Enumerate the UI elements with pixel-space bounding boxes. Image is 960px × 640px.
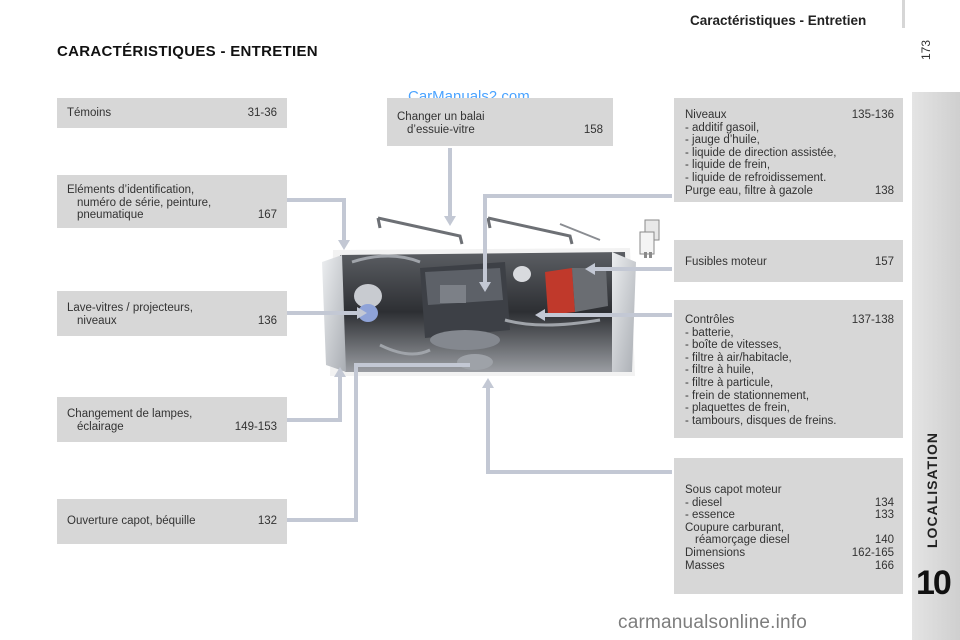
box-controles: Contrôles 137-138 - batterie, - boîte de… (674, 300, 903, 438)
controles-label: Contrôles (685, 314, 735, 326)
header-divider (902, 0, 905, 28)
dimensions-page: 162-165 (851, 546, 894, 559)
capot-page: 132 (257, 515, 277, 527)
box-sous-capot: Sous capot moteur - diesel 134 - essence… (674, 458, 903, 594)
fusibles-label: Fusibles moteur (685, 256, 767, 268)
box-balai-essuie-vitre: Changer un balai d’essuie-vitre 158 (387, 98, 613, 146)
chapter-number: 10 (916, 564, 952, 602)
box-ouverture-capot: Ouverture capot, béquille 132 (57, 499, 287, 544)
box-fusibles: Fusibles moteur 157 (674, 240, 903, 282)
temoins-page: 31-36 (247, 107, 277, 119)
niveaux-label: Niveaux (685, 109, 727, 121)
elements-line2: numéro de série, peinture, (77, 196, 212, 209)
controles-item: - batterie, (685, 326, 734, 339)
niveaux-page: 135-136 (851, 109, 894, 121)
masses-page: 166 (874, 559, 894, 572)
box-lave-vitres: Lave-vitres / projecteurs, niveaux 136 (57, 291, 287, 336)
box-elements-identification: Eléments d’identification, numéro de sér… (57, 175, 287, 228)
box-temoins: Témoins 31-36 (57, 98, 287, 128)
connector-arrowheads (334, 216, 595, 388)
niveaux-item: - liquide de frein, (685, 159, 771, 172)
chapter-side-tab (912, 92, 960, 640)
lampes-line1: Changement de lampes, (67, 408, 193, 420)
coupure-page: 140 (874, 534, 894, 547)
controles-item: - tambours, disques de freins. (685, 414, 837, 427)
niveaux-item: - liquide de refroidissement. (685, 171, 827, 184)
essence-label: - essence (685, 509, 735, 522)
watermark-bottom: carmanualsonline.info (618, 612, 808, 633)
lave-vitres-line1: Lave-vitres / projecteurs, (67, 302, 193, 314)
controles-item: - filtre à huile, (685, 364, 755, 377)
controles-item: - boîte de vitesses, (685, 339, 782, 352)
elements-line3: pneumatique (77, 209, 144, 222)
balai-line1: Changer un balai (397, 111, 485, 123)
niveaux-item: - jauge d’huile, (685, 134, 760, 147)
coupure-line1: Coupure carburant, (685, 521, 785, 534)
balai-page: 158 (583, 123, 603, 136)
temoins-label: Témoins (67, 107, 112, 119)
dimensions-label: Dimensions (685, 546, 746, 559)
niveaux-item: - liquide de direction assistée, (685, 146, 837, 159)
lampes-page: 149-153 (234, 420, 277, 433)
fusibles-page: 157 (874, 256, 894, 268)
diesel-page: 134 (874, 496, 894, 509)
niveaux-item: - additif gasoil, (685, 121, 760, 134)
controles-page: 137-138 (851, 314, 894, 326)
lampes-line2: éclairage (77, 420, 124, 433)
lave-vitres-line2: niveaux (77, 314, 117, 327)
wiper-blade-icon (376, 216, 601, 245)
controles-item: - plaquettes de frein, (685, 402, 790, 415)
capot-label: Ouverture capot, béquille (67, 515, 196, 527)
controles-item: - filtre à air/habitacle, (685, 351, 792, 364)
fuse-icon (639, 219, 660, 258)
engine-illustration (322, 248, 636, 376)
connector-lines (287, 148, 672, 522)
elements-line1: Eléments d’identification, (67, 184, 195, 196)
sous-capot-label: Sous capot moteur (685, 484, 782, 496)
box-niveaux: Niveaux 135-136 - additif gasoil, - jaug… (674, 98, 903, 202)
masses-label: Masses (685, 559, 725, 572)
diesel-label: - diesel (685, 496, 723, 509)
section-header-title: Caractéristiques - Entretien (690, 13, 867, 28)
controles-item: - filtre à particule, (685, 376, 774, 389)
box-lampes: Changement de lampes, éclairage 149-153 (57, 397, 287, 442)
purge-label: Purge eau, filtre à gazole (685, 184, 813, 197)
controles-item: - frein de stationnement, (685, 389, 810, 402)
balai-line2: d’essuie-vitre (407, 123, 475, 136)
coupure-line2: réamorçage diesel (695, 534, 790, 547)
page-title: CARACTÉRISTIQUES - ENTRETIEN (57, 43, 318, 60)
lave-vitres-page: 136 (257, 314, 277, 327)
purge-page: 138 (874, 184, 894, 197)
elements-page: 167 (257, 209, 277, 222)
essence-page: 133 (874, 509, 894, 522)
